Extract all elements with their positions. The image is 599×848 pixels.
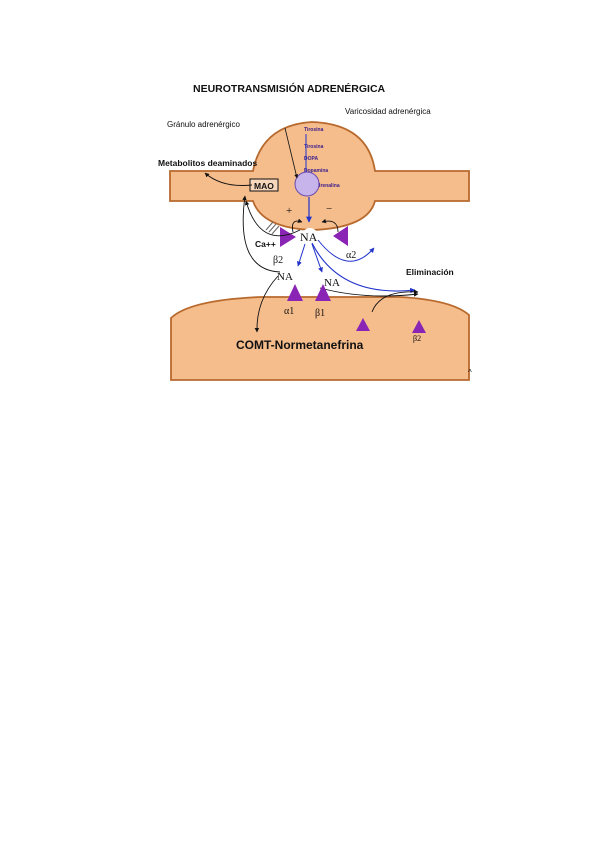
reuptake-arrow xyxy=(244,200,301,237)
beta2-postsynaptic-receptor-b xyxy=(412,320,426,333)
alpha2-label: α2 xyxy=(346,250,356,261)
comt-label: COMT-Normetanefrina xyxy=(236,338,364,352)
postsynaptic-cell xyxy=(170,296,470,381)
circulation-arrow xyxy=(371,289,419,313)
synthesis-step-4: Dopamina xyxy=(304,168,328,174)
granule-pointer-arrow xyxy=(284,127,299,179)
na-left: NA xyxy=(277,271,293,283)
elimination-arrow xyxy=(319,287,419,297)
synthesis-step-2: Tirosina xyxy=(304,144,324,150)
na-left-blue-arrow xyxy=(296,243,306,267)
presynaptic-varicosity xyxy=(169,121,470,231)
na-right: NA xyxy=(324,277,340,289)
alpha2-blue-arrow xyxy=(317,239,375,262)
na-right-blue-arrow xyxy=(311,243,323,273)
alpha1-label: α1 xyxy=(284,306,294,317)
synthesis-step-5: Noradrenalina xyxy=(306,183,340,189)
alpha2-feedback-arrow xyxy=(321,218,339,233)
calcium-channel xyxy=(265,221,280,235)
na-to-comt-arrow xyxy=(254,275,279,333)
elimination-blue-arrow xyxy=(311,242,416,294)
beta2-postsynaptic-receptor-a xyxy=(356,318,370,331)
varicosity-label: Varicosidad adrenérgica xyxy=(345,107,431,116)
alpha1-receptor xyxy=(287,284,303,301)
na-center-bubble xyxy=(302,228,318,244)
minus-sign: − xyxy=(326,203,332,215)
beta2-feedback-arrow xyxy=(291,218,303,233)
elimination-label: Eliminación xyxy=(406,267,454,277)
beta2-postsynaptic-label: β2 xyxy=(413,334,421,343)
granule-label: Gránulo adrenérgico xyxy=(167,120,240,129)
adrenergic-granule xyxy=(294,171,320,197)
alpha2-presynaptic-receptor xyxy=(333,226,348,246)
na-center: NA xyxy=(300,230,318,244)
beta1-receptor xyxy=(315,284,331,301)
corner-mark: ^ xyxy=(468,368,472,377)
beta2-presynaptic-label: β2 xyxy=(273,255,283,266)
diagram-title: NEUROTRANSMISIÓN ADRENÉRGICA xyxy=(193,82,386,95)
metabolites-label: Metabolitos deaminados xyxy=(158,158,257,168)
beta2-presynaptic-receptor xyxy=(280,227,296,247)
reuptake-arrow-2 xyxy=(242,195,281,273)
calcium-label: Ca++ xyxy=(255,239,276,249)
synthesis-step-3: DOPA xyxy=(304,156,318,162)
mao-label: MAO xyxy=(254,181,274,191)
plus-sign: + xyxy=(286,205,292,217)
beta1-label: β1 xyxy=(315,308,325,319)
mao-to-metabolites-arrow xyxy=(204,172,253,186)
synthesis-step-1: Tirosina xyxy=(304,127,324,133)
